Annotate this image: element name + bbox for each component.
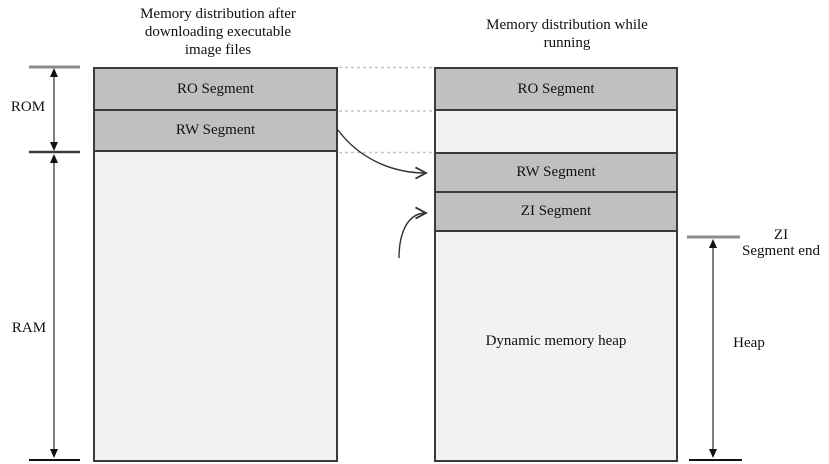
right-column-title: Memory distribution while running xyxy=(467,16,667,52)
left-title-line: image files xyxy=(184,42,252,58)
zi-segment-end-label: ZI Segment end xyxy=(733,227,829,259)
left-title-line: Memory distribution after xyxy=(140,6,296,22)
right-ro-segment-label: RO Segment xyxy=(517,80,595,97)
right-memory-box: RO Segment RW Segment ZI Segment xyxy=(434,67,678,462)
left-rw-segment-label: RW Segment xyxy=(175,122,256,138)
right-ro-segment: RO Segment xyxy=(436,69,676,111)
right-title-line: running xyxy=(543,35,591,51)
zi-pointer-arrow xyxy=(398,213,426,259)
zi-end-line: ZI xyxy=(773,227,789,243)
left-ro-segment: RO Segment xyxy=(95,69,336,111)
left-title-line: downloading executable xyxy=(144,24,292,40)
heap-arrowhead-down xyxy=(709,449,717,458)
heap-label: Heap xyxy=(733,335,765,351)
ram-arrowhead-up xyxy=(50,154,58,163)
left-rw-segment: RW Segment xyxy=(95,111,336,152)
dynamic-heap-label: Dynamic memory heap xyxy=(485,333,627,349)
rom-arrowhead-up xyxy=(50,68,58,77)
rom-arrowhead-down xyxy=(50,142,58,151)
left-column-title: Memory distribution after downloading ex… xyxy=(118,5,318,59)
zi-end-line: Segment end xyxy=(742,243,820,259)
rom-label: ROM xyxy=(10,99,46,115)
right-rw-segment-label: RW Segment xyxy=(516,164,596,180)
ram-label: RAM xyxy=(11,320,47,336)
right-rw-segment: RW Segment xyxy=(436,152,676,193)
heap-arrowhead-up xyxy=(709,239,717,248)
rw-relocation-arrow xyxy=(337,129,426,173)
right-zi-segment-label: ZI Segment xyxy=(520,203,592,219)
left-memory-box: RO Segment RW Segment xyxy=(93,67,338,462)
left-ro-segment-label: RO Segment xyxy=(176,80,255,97)
right-zi-segment: ZI Segment xyxy=(436,193,676,232)
right-title-line: Memory distribution while xyxy=(486,17,648,33)
ram-arrowhead-down xyxy=(50,449,58,458)
